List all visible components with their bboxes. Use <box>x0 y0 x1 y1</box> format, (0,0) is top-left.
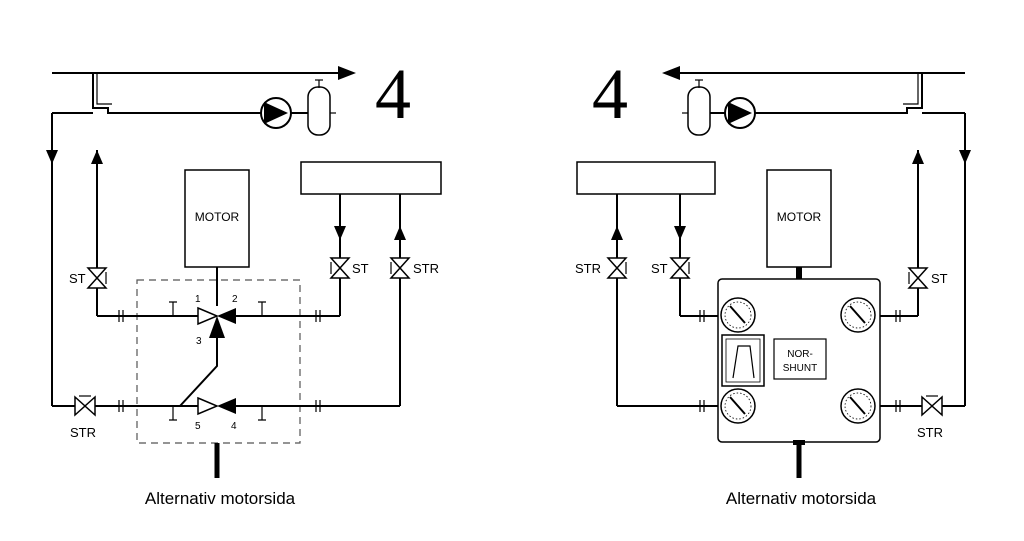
right-gauge-icon-top-left <box>720 297 756 333</box>
left-port-1: 1 <box>195 294 201 305</box>
right-big-number: 4 <box>592 54 628 134</box>
left-port-5: 5 <box>195 421 201 432</box>
left-port-2: 2 <box>232 294 238 305</box>
right-up-arrow-icon <box>912 150 924 164</box>
right-return-branch <box>690 73 923 114</box>
right-mid-st-valve-icon <box>669 257 691 279</box>
right-thermometer-panel-icon <box>721 334 765 387</box>
right-diagram: 4 ST MOTOR <box>575 54 971 508</box>
left-mid-st-label: ST <box>352 261 369 276</box>
right-norshunt-line1: NOR- <box>787 349 813 360</box>
left-mid-str-label: STR <box>413 261 439 276</box>
left-st-down-arrow-icon <box>334 226 346 240</box>
left-down-arrow-icon <box>46 150 58 164</box>
right-motor-box <box>766 169 832 268</box>
left-bottom-str-label: STR <box>70 425 96 440</box>
left-up-arrow-icon <box>91 150 103 164</box>
left-mid-str-valve-icon <box>389 257 411 279</box>
right-gauge-icon-top-right <box>840 297 876 333</box>
left-three-way-valve-icon <box>197 306 236 338</box>
right-bottom-str-valve-icon <box>921 395 943 417</box>
left-mid-st-valve-icon <box>329 257 351 279</box>
right-caption: Alternativ motorsida <box>726 489 877 508</box>
left-bottom-str-valve-icon <box>74 395 96 417</box>
right-motor-label: MOTOR <box>777 210 822 224</box>
right-expansion-vessel-icon <box>682 79 716 136</box>
right-down-arrow-icon <box>959 150 971 164</box>
left-heat-exchanger-box <box>300 161 442 195</box>
left-bypass-pipe <box>179 338 218 407</box>
right-main-arrow-icon <box>662 66 680 80</box>
left-main-arrow-icon <box>338 66 356 80</box>
left-lower-valve-icon <box>197 396 236 416</box>
right-st-label: ST <box>931 271 948 286</box>
left-st-label: ST <box>69 271 86 286</box>
left-caption: Alternativ motorsida <box>145 489 296 508</box>
left-diagram: 4 ST MOTOR <box>46 54 442 508</box>
left-expansion-vessel-icon <box>302 79 336 136</box>
left-tee-detail <box>96 73 112 105</box>
left-big-number: 4 <box>375 54 411 134</box>
right-mid-str-valve-icon <box>606 257 628 279</box>
right-norshunt-label-box <box>773 338 827 380</box>
right-bottom-str-label: STR <box>917 425 943 440</box>
left-pump-icon <box>260 97 292 129</box>
right-gauge-icon-bottom-left <box>720 388 756 424</box>
right-mid-st-label: ST <box>651 261 668 276</box>
left-st-valve-icon <box>86 267 108 289</box>
right-st-down-arrow-icon <box>674 226 686 240</box>
right-str-up-arrow-icon <box>611 226 623 240</box>
right-st-valve-icon <box>907 267 929 289</box>
right-mid-str-label: STR <box>575 261 601 276</box>
right-pump-icon <box>724 97 756 129</box>
left-str-up-arrow-icon <box>394 226 406 240</box>
left-port-3: 3 <box>196 336 202 347</box>
left-motor-box <box>184 169 250 268</box>
left-shunt-group-boundary <box>136 279 301 444</box>
left-return-branch <box>92 73 330 114</box>
right-norshunt-line2: SHUNT <box>783 363 817 374</box>
right-gauge-icon-bottom-right <box>840 388 876 424</box>
left-motor-label: MOTOR <box>195 210 240 224</box>
right-heat-exchanger-box <box>576 161 716 195</box>
left-port-4: 4 <box>231 421 237 432</box>
